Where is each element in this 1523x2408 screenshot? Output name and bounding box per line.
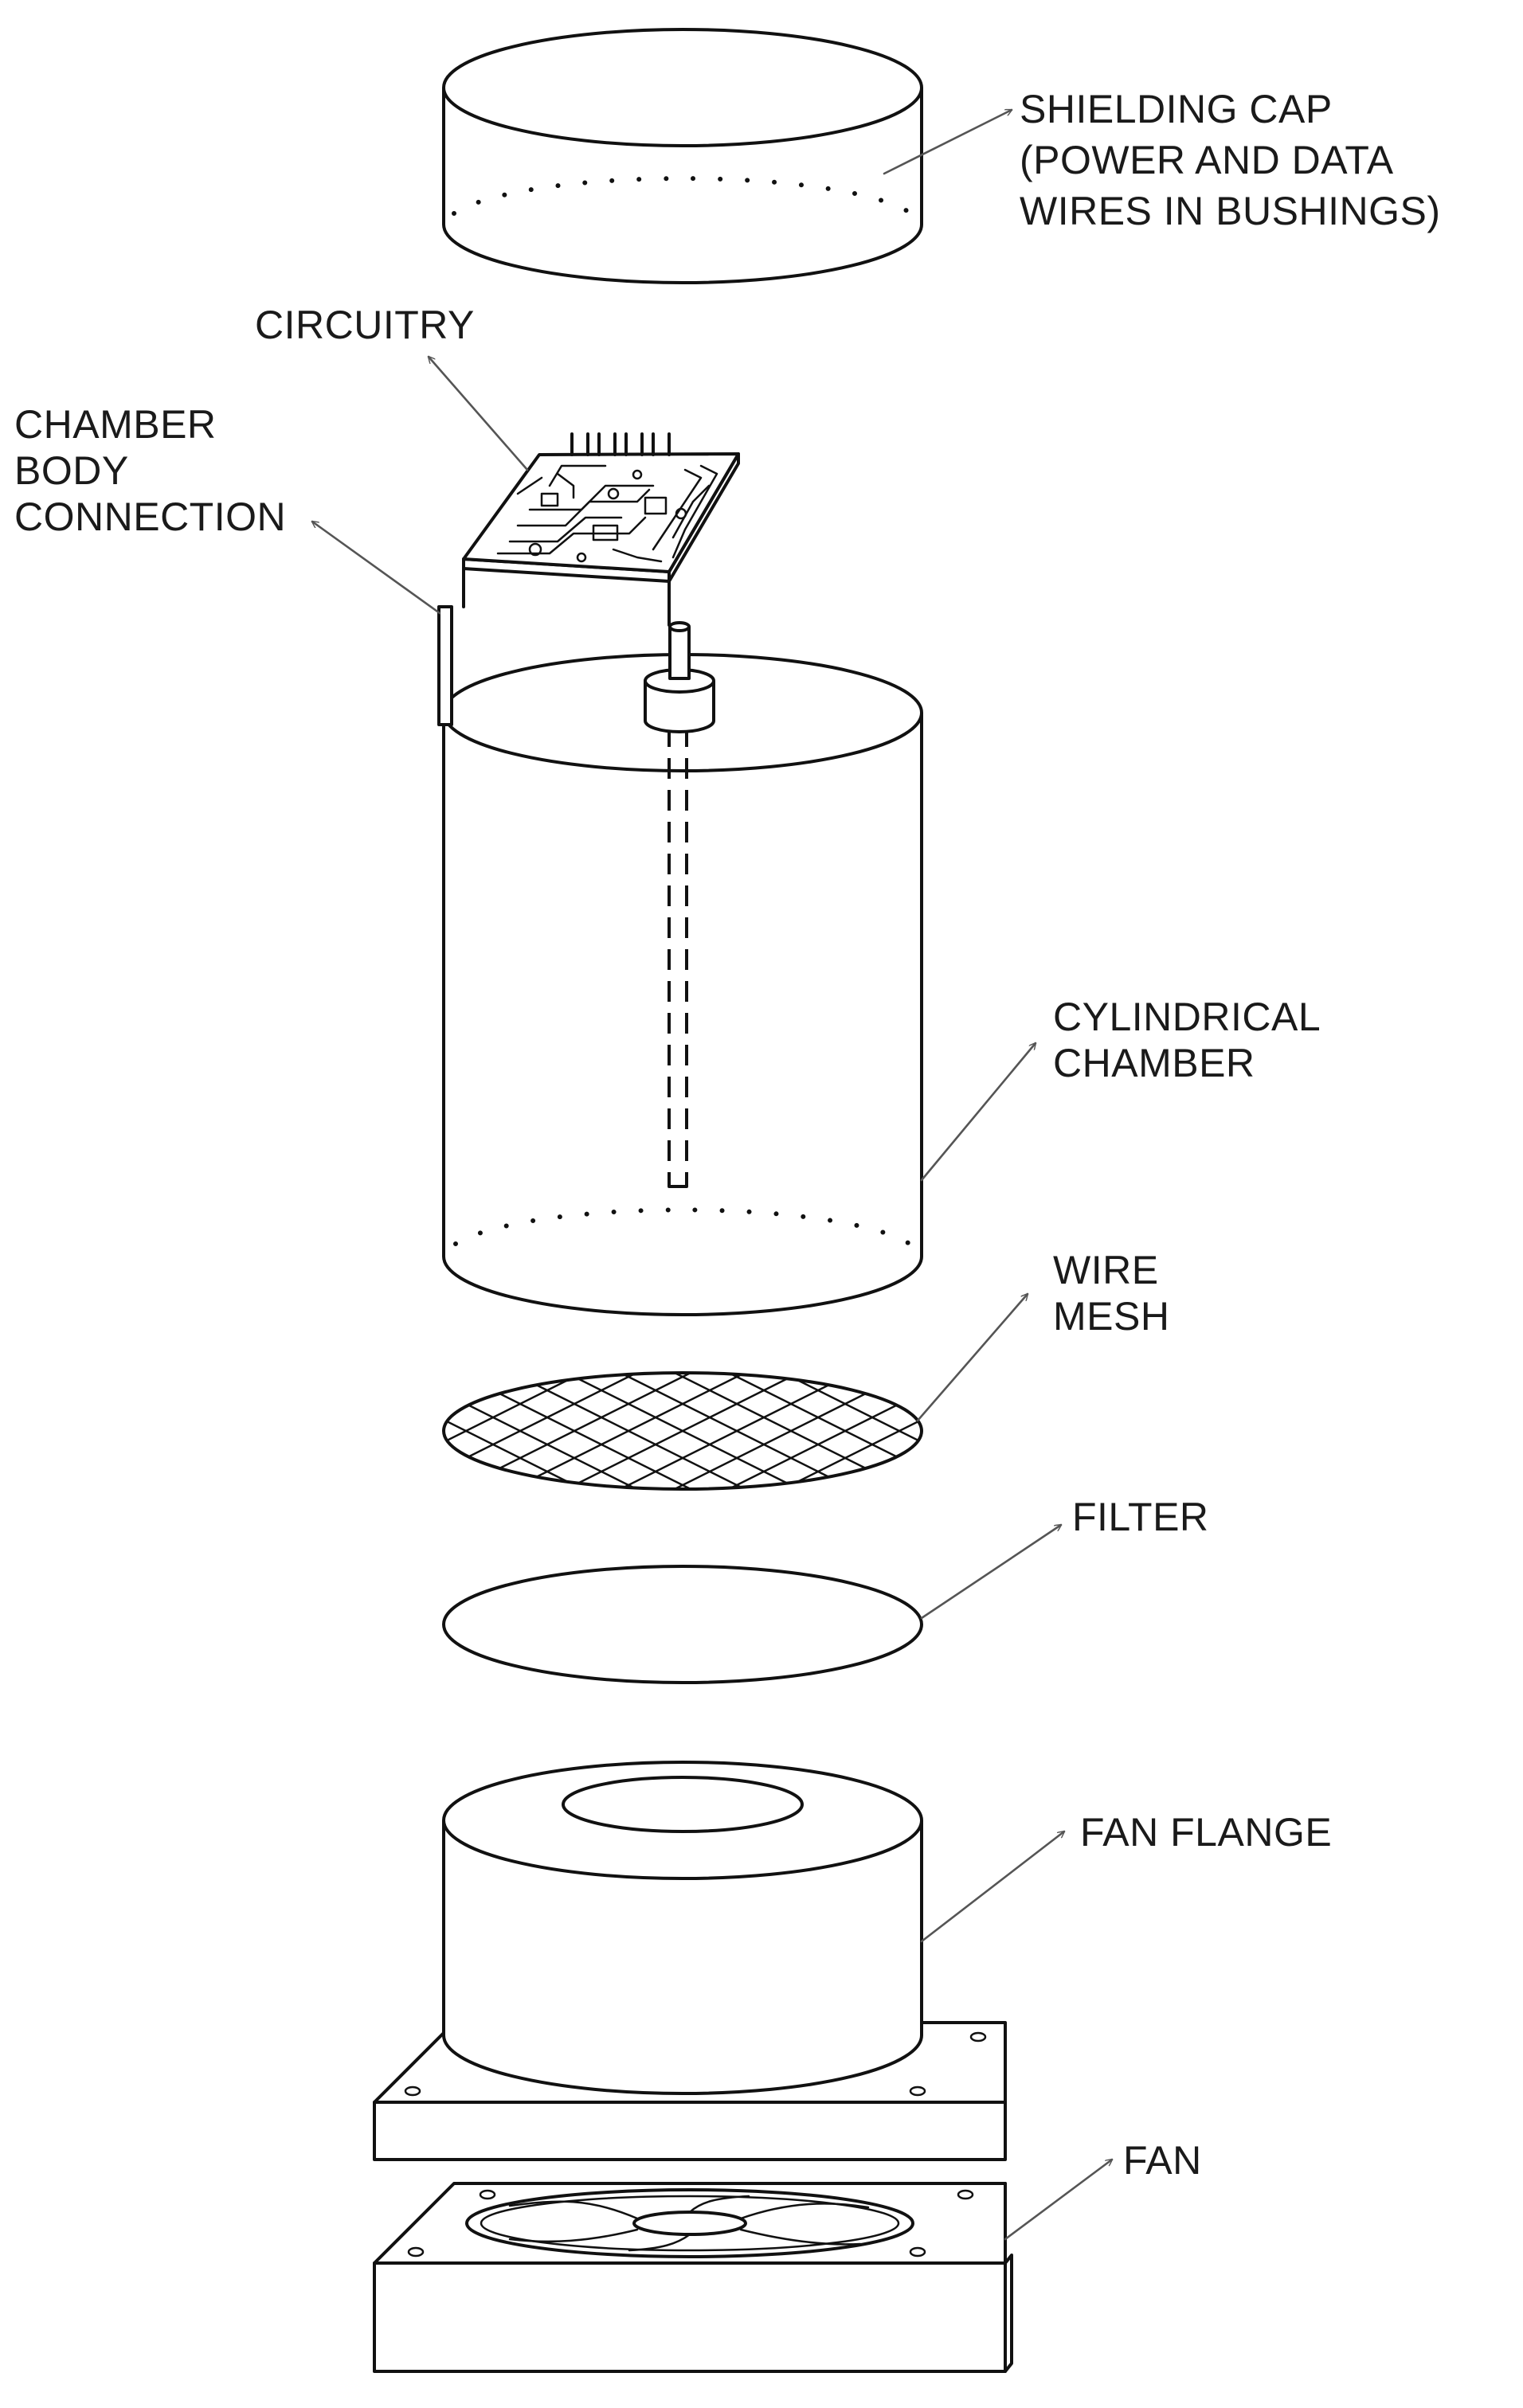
electrode-bushing [644, 621, 715, 733]
leader-shielding-cap [883, 108, 1012, 175]
filter [442, 1565, 923, 1684]
chamber-body-connection-pin [437, 605, 453, 726]
leader-chamber-body-connection [312, 522, 441, 615]
label-cylindrical-chamber: CYLINDRICAL CHAMBER [1053, 995, 1331, 1085]
leader-circuitry [429, 357, 529, 471]
fan-flange [373, 1761, 1007, 2161]
cylindrical-chamber [442, 653, 923, 1316]
leader-filter [920, 1525, 1061, 1620]
label-circuitry: CIRCUITRY [255, 303, 475, 347]
leader-lines [312, 108, 1112, 2241]
leader-cylindrical-chamber [920, 1043, 1036, 1182]
leader-wire-mesh [916, 1294, 1028, 1422]
leader-fan-flange [920, 1831, 1064, 1943]
label-wire-mesh: WIRE MESH [1053, 1248, 1170, 1339]
fan [373, 2182, 1013, 2373]
circuit-board [462, 432, 740, 627]
leader-fan [1004, 2160, 1112, 2241]
label-chamber-body-connection: CHAMBER BODY CONNECTION [14, 402, 286, 539]
label-shielding-cap: SHIELDING CAP (POWER AND DATA WIRES IN B… [1020, 87, 1440, 233]
wire-mesh [442, 1371, 923, 1491]
label-fan-flange: FAN FLANGE [1080, 1810, 1332, 1855]
label-filter: FILTER [1072, 1495, 1209, 1539]
label-fan: FAN [1123, 2138, 1202, 2183]
shielding-cap [442, 28, 923, 284]
